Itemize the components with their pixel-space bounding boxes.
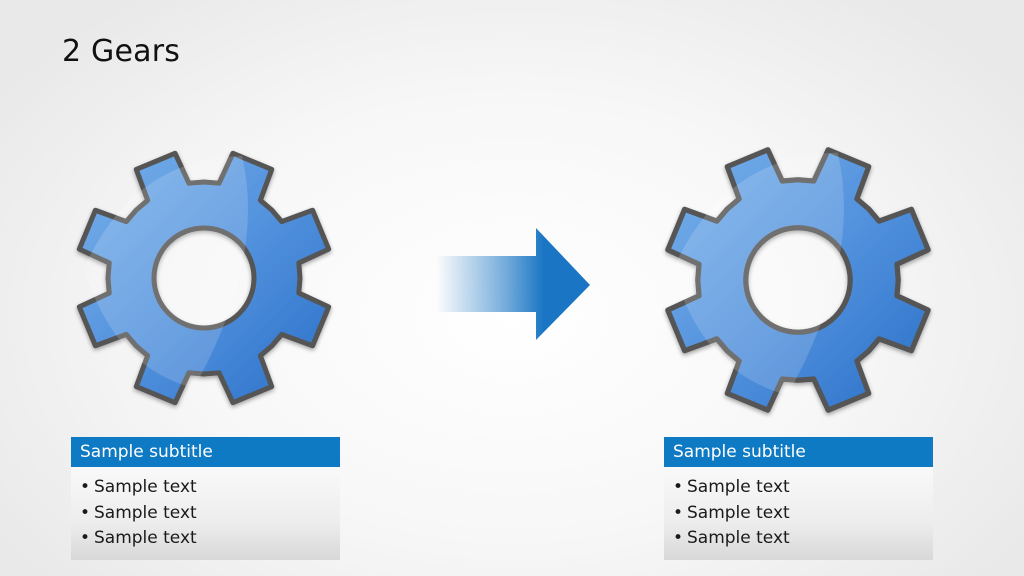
list-item: •Sample text	[80, 475, 340, 501]
list-item: •Sample text	[673, 501, 933, 527]
list-item: •Sample text	[80, 526, 340, 552]
list-item-text: Sample text	[687, 528, 790, 548]
list-item: •Sample text	[673, 475, 933, 501]
left-gear-body	[76, 150, 332, 406]
right-card-list: •Sample text •Sample text •Sample text	[664, 467, 933, 560]
bullet: •	[673, 502, 684, 523]
bullet: •	[673, 477, 684, 497]
left-gear-icon	[76, 150, 332, 406]
right-gear-icon	[665, 147, 931, 413]
right-gear-body	[665, 147, 931, 413]
list-item: •Sample text	[80, 501, 340, 527]
list-item: •Sample text	[673, 526, 933, 552]
bullet: •	[80, 502, 91, 523]
right-gear-sheen	[672, 152, 844, 395]
right-card-subtitle: Sample subtitle	[664, 437, 933, 467]
left-card-list: •Sample text •Sample text •Sample text	[71, 467, 340, 560]
list-item-text: Sample text	[94, 528, 197, 548]
left-gear-sheen	[84, 156, 248, 388]
bullet: •	[673, 528, 684, 548]
bullet: •	[80, 477, 91, 497]
list-item-text: Sample text	[94, 477, 197, 497]
list-item-text: Sample text	[94, 502, 197, 523]
left-card-subtitle: Sample subtitle	[71, 437, 340, 467]
bullet: •	[80, 528, 91, 548]
list-item-text: Sample text	[687, 502, 790, 523]
right-arrow-icon	[436, 228, 590, 340]
slide-title: 2 Gears	[62, 34, 181, 69]
list-item-text: Sample text	[687, 477, 790, 497]
right-info-card: Sample subtitle •Sample text •Sample tex…	[664, 437, 933, 560]
left-info-card: Sample subtitle •Sample text •Sample tex…	[71, 437, 340, 560]
